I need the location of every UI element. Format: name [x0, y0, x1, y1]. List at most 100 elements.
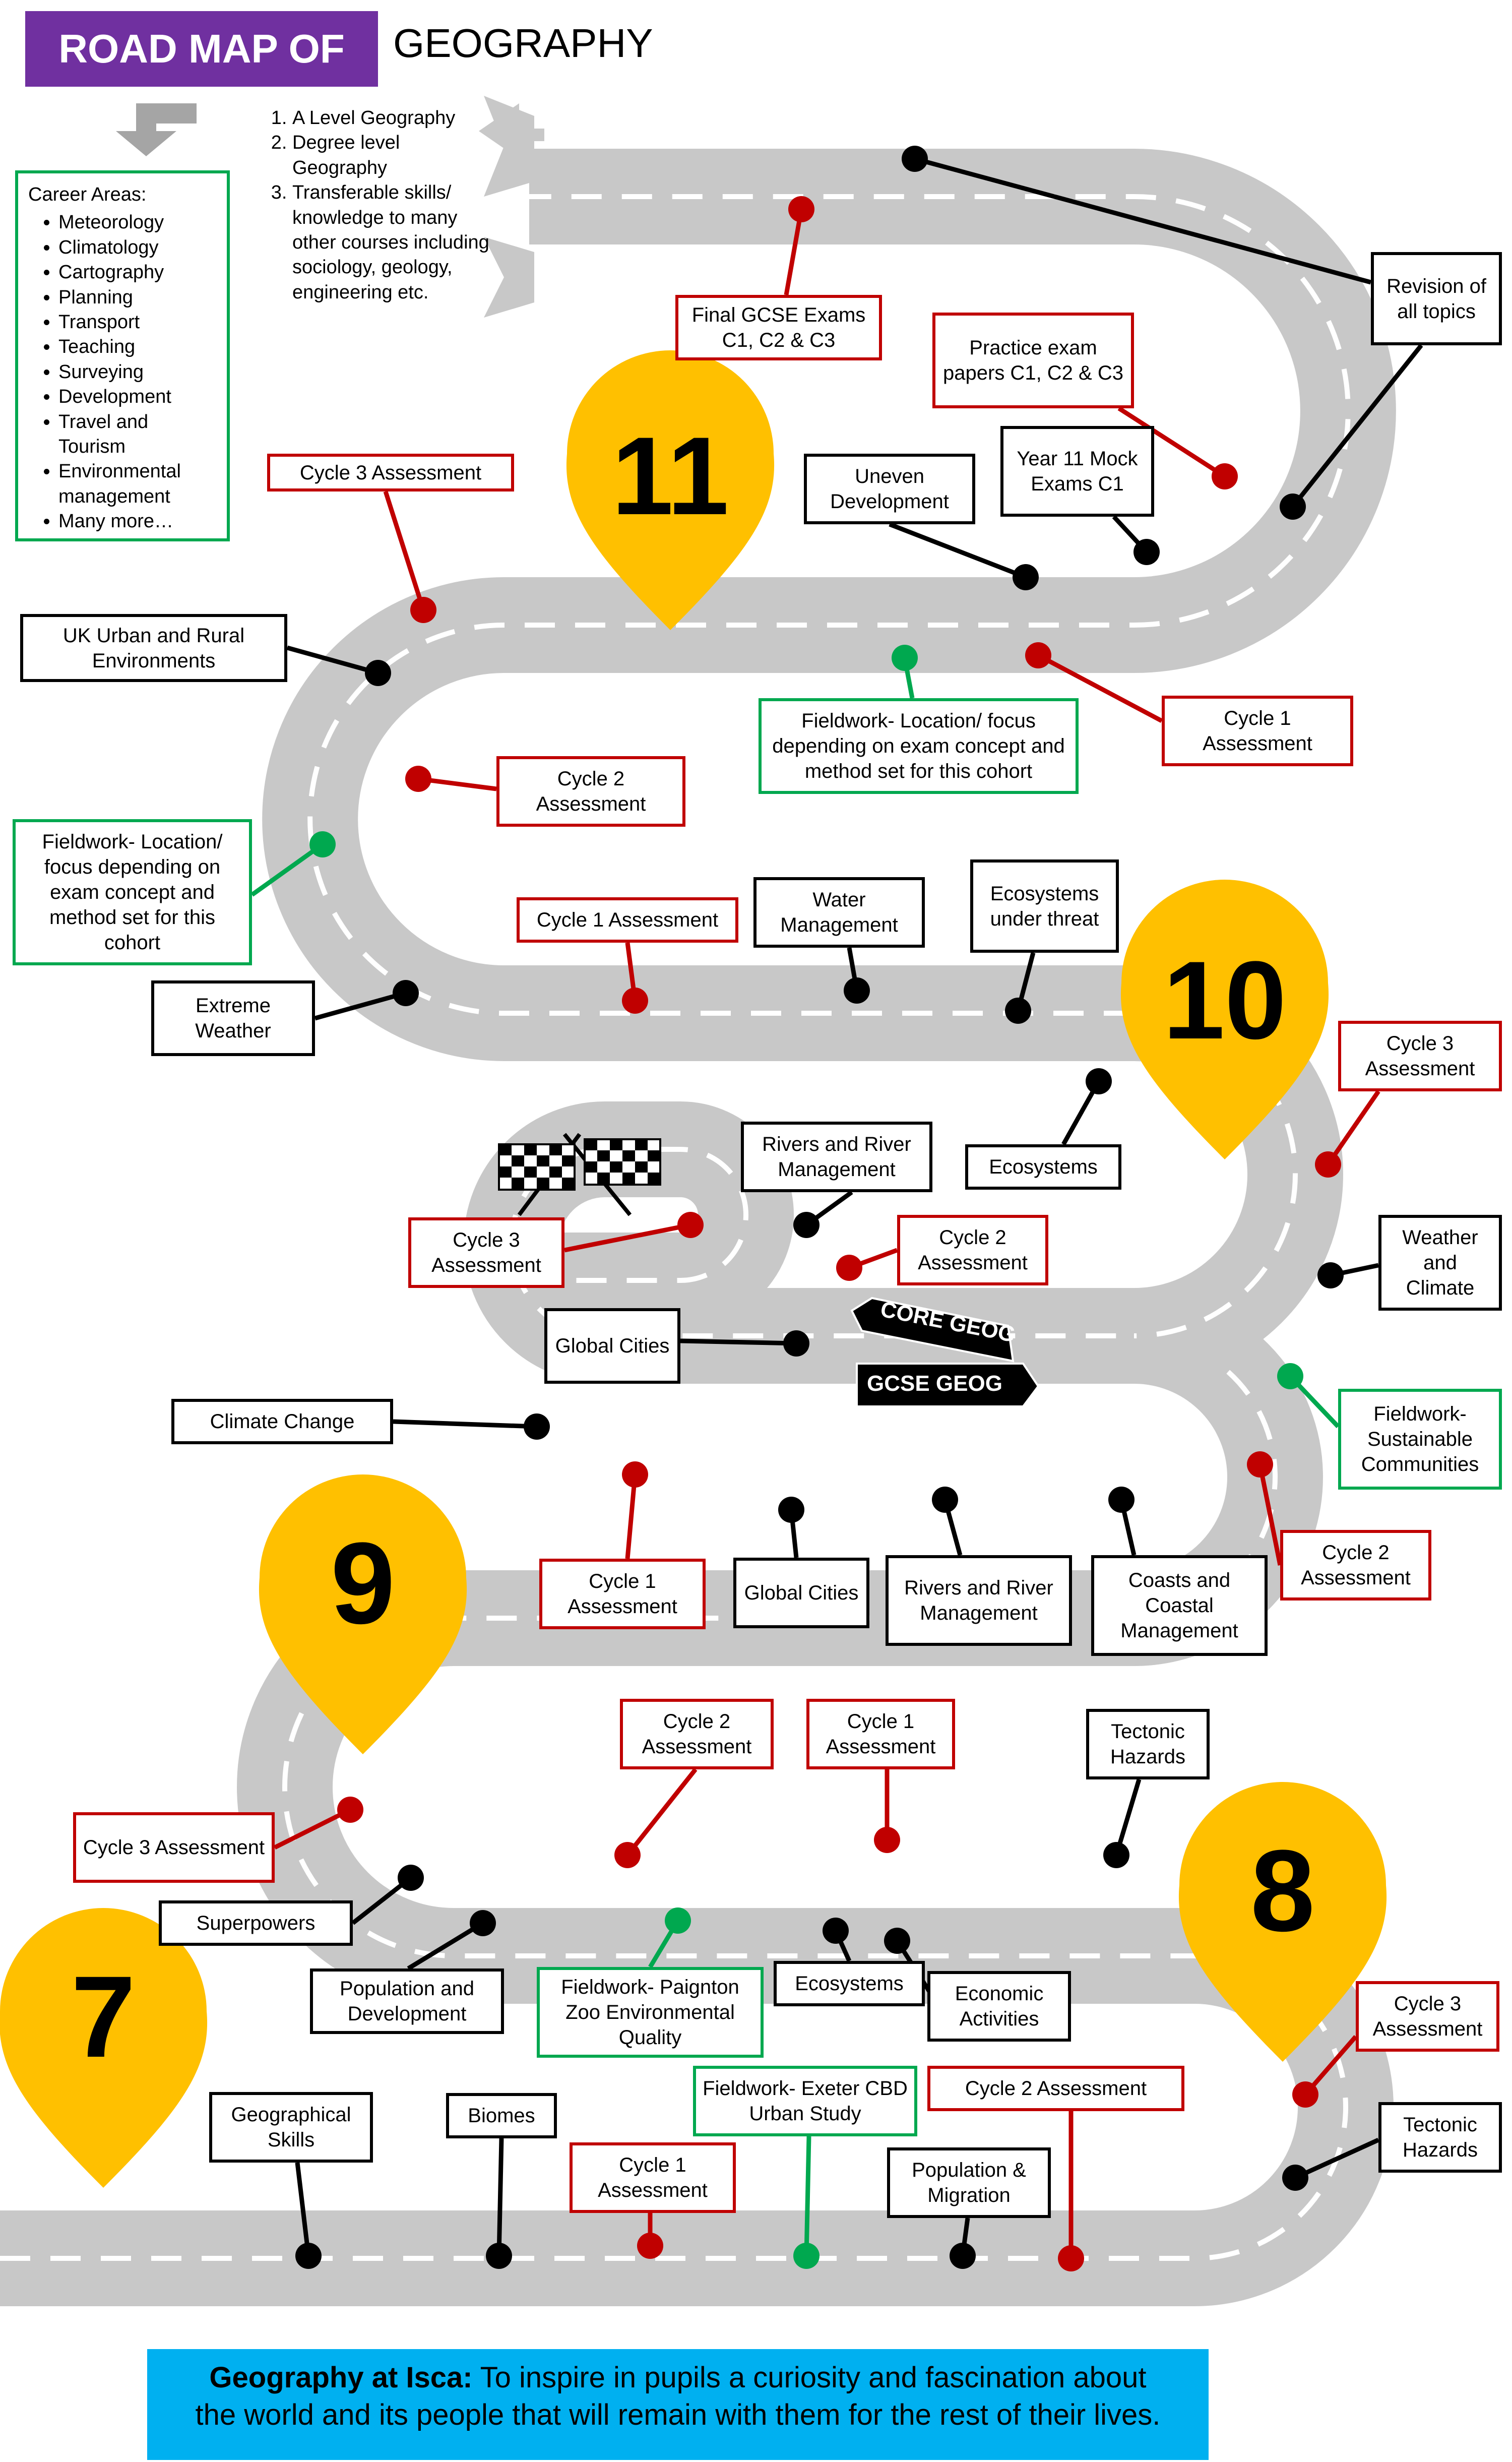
connector-y11-practice — [1117, 406, 1226, 478]
connector-y11-uneven — [889, 522, 1027, 580]
left-turn-arrow-icon — [116, 103, 197, 156]
pathways-list: A Level GeographyDegree level GeographyT… — [232, 106, 494, 305]
stop-y9-c1 — [622, 1461, 648, 1488]
stop-y7-exeter — [793, 2243, 820, 2269]
year-7-marker: 7 — [0, 1908, 207, 2188]
label-y8-c1: Cycle 1 Assessment — [806, 1699, 955, 1769]
stop-y8-tectonic — [1103, 1842, 1129, 1868]
connector-y10-c3 — [383, 490, 426, 611]
label-y9-c2: Cycle 2 Assessment — [1280, 1530, 1431, 1601]
label-y11-fieldwork: Fieldwork- Location/ focus depending on … — [759, 698, 1079, 794]
stop-y8-c2 — [614, 1842, 641, 1868]
stop-y7-c3 — [1292, 2081, 1318, 2108]
label-y7-skills: Geographical Skills — [209, 2092, 373, 2163]
label-y10-water: Water Management — [753, 877, 925, 948]
career-item: Surveying — [58, 360, 217, 385]
stop-y8-econ — [884, 1928, 910, 1954]
stop-y9-rivers — [932, 1487, 958, 1513]
road-arrows — [479, 96, 544, 318]
label-y7-c2: Cycle 2 Assessment — [927, 2066, 1184, 2111]
label-y9-coasts: Coasts and Coastal Management — [1091, 1555, 1268, 1656]
stop-y11-final — [788, 196, 814, 222]
label-y7-pop: Population & Migration — [887, 2147, 1051, 2218]
stop-y7-c1 — [637, 2233, 663, 2259]
title-highlight: ROAD MAP OF — [25, 11, 378, 87]
road-centre-line-upper — [307, 194, 1351, 1016]
stop-y9-core-c3 — [677, 1212, 704, 1238]
label-y9-core-c3: Cycle 3 Assessment — [408, 1217, 564, 1288]
connector-y11-revision-top — [914, 156, 1372, 285]
arrow-lower-head-icon — [484, 237, 534, 318]
label-y9-rivers2: Rivers and River Management — [741, 1122, 932, 1192]
label-y7-exeter: Fieldwork- Exeter CBD Urban Study — [693, 2066, 917, 2136]
label-y8-eco: Ecosystems — [774, 1961, 925, 2006]
label-y9-c3: Cycle 3 Assessment — [1338, 1021, 1502, 1091]
label-y8-popdev: Population and Development — [310, 1968, 504, 2034]
career-item: Meteorology — [58, 210, 217, 235]
stop-y9-rivers2 — [793, 1212, 820, 1238]
stop-y8-paignton — [665, 1907, 691, 1934]
mission-text: To inspire in pupils a curiosity and fas… — [195, 2361, 1161, 2432]
label-y7-c1: Cycle 1 Assessment — [570, 2142, 736, 2213]
year-10-label: 10 — [1163, 938, 1287, 1062]
connector-y7-skills — [295, 2162, 311, 2256]
flags-icon — [498, 1133, 661, 1216]
career-item: Environmental management — [58, 459, 217, 509]
label-y8-c3: Cycle 3 Assessment — [73, 1812, 275, 1883]
connector-y9-c3 — [1326, 1090, 1380, 1166]
label-y10-extreme: Extreme Weather — [151, 980, 315, 1056]
connector-y9-climate — [393, 1419, 537, 1429]
stop-y9-c2 — [1247, 1451, 1273, 1478]
stop-y7-c2 — [1058, 2245, 1084, 2271]
career-item: Teaching — [58, 335, 217, 359]
pathway-item: Degree level Geography — [292, 131, 494, 180]
label-y10-c3: Cycle 3 Assessment — [267, 454, 514, 491]
label-y11-final: Final GCSE Exams C1, C2 & C3 — [675, 295, 882, 360]
stop-y9-weather — [1317, 1262, 1344, 1288]
year-9-marker: 9 — [259, 1474, 467, 1754]
stop-y8-eco — [823, 1918, 849, 1944]
arrow-upper-head-icon — [484, 96, 534, 197]
career-heading: Career Areas: — [28, 184, 147, 205]
stop-y10-c3 — [410, 597, 436, 623]
career-item: Transport — [58, 310, 217, 335]
stop-y11-revision — [1280, 494, 1306, 520]
connector-y10-uk — [286, 645, 379, 675]
connector-y7-exeter — [804, 2136, 811, 2256]
pathways-ol: A Level GeographyDegree level GeographyT… — [232, 106, 494, 305]
stop-y8-popdev — [470, 1910, 496, 1936]
stop-y11-uneven — [1013, 564, 1039, 590]
label-y9-c1: Cycle 1 Assessment — [539, 1559, 706, 1629]
stop-y11-mock — [1133, 539, 1160, 565]
connector-y10-c2 — [418, 776, 497, 791]
label-y9-weather: Weather and Climate — [1378, 1215, 1502, 1311]
year-10-marker: 10 — [1120, 880, 1329, 1159]
stop-y11-c1 — [1025, 642, 1051, 668]
connector-y8-popdev — [407, 1921, 484, 1971]
year-9-label: 9 — [331, 1518, 395, 1648]
core-geog-sign-bg — [850, 1297, 1015, 1363]
connector-y8-c3 — [273, 1807, 352, 1850]
stop-y9-globalcities — [783, 1330, 809, 1357]
career-item: Travel and Tourism — [58, 410, 217, 460]
mission-lead: Geography at Isca: — [209, 2361, 473, 2394]
pathway-item: Transferable skills/ knowledge to many o… — [292, 180, 494, 305]
gcse-geog-sign-bg — [856, 1363, 1040, 1407]
career-areas-box: Career Areas: MeteorologyClimatologyCart… — [15, 170, 230, 541]
stop-y10-c1 — [622, 988, 648, 1014]
stop-y7-tectonic — [1282, 2165, 1308, 2191]
connector-y9-c1 — [625, 1474, 638, 1559]
career-item: Many more… — [58, 509, 217, 534]
stop-y9-coasts — [1108, 1487, 1135, 1513]
stop-y9-climate — [524, 1413, 550, 1440]
label-y11-mock: Year 11 Mock Exams C1 — [1000, 426, 1154, 517]
year-11-marker: 11 — [566, 350, 775, 630]
year-8-label: 8 — [1250, 1826, 1315, 1955]
label-y10-eco-threat: Ecosystems under threat — [970, 859, 1119, 953]
year-markers: 7 8 9 10 11 — [0, 350, 1387, 2188]
stop-y11-fieldwork — [892, 645, 918, 671]
connector-y8-tectonic — [1114, 1778, 1142, 1856]
label-y9-fieldwork: Fieldwork- Sustainable Communities — [1338, 1389, 1502, 1490]
stop-y8-c1 — [874, 1827, 900, 1853]
